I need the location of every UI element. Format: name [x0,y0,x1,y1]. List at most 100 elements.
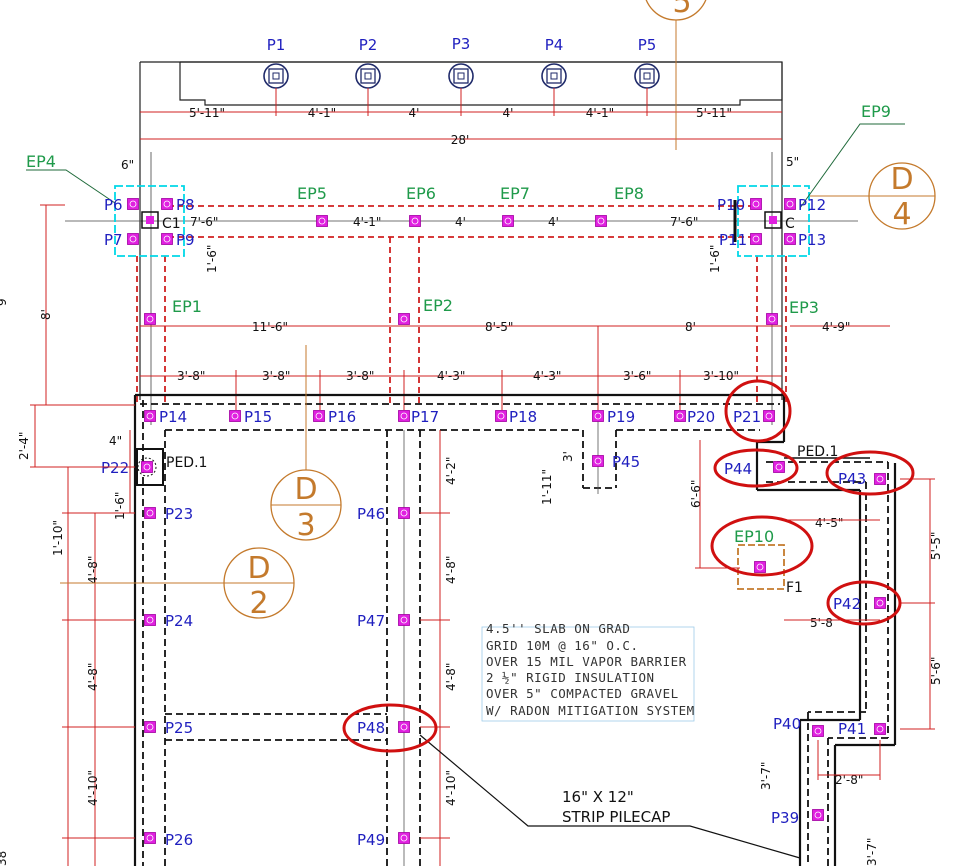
ep6-marker[interactable] [409,215,421,227]
dim-4-8-mid-b: 4'-8" [444,663,458,691]
pile-p3-marker[interactable] [448,63,474,89]
ep5-marker[interactable] [316,215,328,227]
pile-p19-marker[interactable] [592,410,604,422]
dim-3: 3' [561,451,575,462]
dim-8-horizontal: 8' [685,320,696,334]
pedestal-right: PED.1 [784,444,870,460]
pile-p15-marker[interactable] [229,410,241,422]
ep7-label: EP7 [500,184,530,203]
ep8-marker[interactable] [595,215,607,227]
pile-label-p6: P6 [104,196,123,214]
pile-p25-marker[interactable] [144,721,156,733]
pile-label-p9: P9 [176,231,195,249]
pile-p16-marker[interactable] [313,410,325,422]
pile-label-p46: P46 [357,505,385,523]
dim-3-8-c: 3'-8" [346,369,374,383]
pile-p23-marker[interactable] [144,507,156,519]
grid-bubble-d3-number: 3 [296,508,315,543]
left-dimension-text: 2'-4" 4" 1'-6" 1'-10" 4'-8" 4'-8" 4'-10"… [17,432,943,866]
pile-p47-marker[interactable] [398,614,410,626]
pile-p22-marker[interactable] [141,461,153,473]
ep10-marker[interactable] [754,561,766,573]
pile-p49-marker[interactable] [398,832,410,844]
pile-p45-marker[interactable] [592,455,604,467]
pile-p12-marker[interactable] [784,198,796,210]
dim-1-11: 1'-11" [540,469,554,505]
pilecap-note: 16" X 12" STRIP PILECAP [419,734,801,859]
ep10-label: EP10 [734,527,774,546]
ep3-marker[interactable] [766,313,778,325]
dim-top-4: 4' [503,106,514,120]
pilecap-note-line-1: 16" X 12" [562,788,634,806]
edge-text-38: 38 [0,851,9,866]
pile-p48-marker[interactable] [398,721,410,733]
highlight-p21 [724,379,792,443]
pile-p9-marker[interactable] [161,233,173,245]
dim-4in: 4" [109,434,122,448]
ep9-label: EP9 [861,102,891,121]
pile-label-p41: P41 [838,720,866,738]
ep4-label: EP4 [26,152,56,171]
pile-p18-marker[interactable] [495,410,507,422]
dim-total-width: 28' [451,133,470,147]
pile-p4-marker[interactable] [541,63,567,89]
pile-p26-marker[interactable] [144,832,156,844]
pile-label-p20: P20 [687,408,715,426]
ep7-marker[interactable] [502,215,514,227]
pile-label-p7: P7 [104,231,123,249]
pile-p43-marker[interactable] [874,473,886,485]
grid-bubble-d4-number: 4 [892,197,911,232]
ped1-right-label: PED.1 [797,444,838,460]
pile-label-p11: P11 [719,231,747,249]
pile-p24-marker[interactable] [144,614,156,626]
highlight-p42 [826,580,902,626]
ep2-marker[interactable] [398,313,410,325]
dim-4-b: 4' [548,215,559,229]
dim-8-5: 8'-5" [485,320,513,334]
pilecap-note-line-2: STRIP PILECAP [562,808,670,826]
dim-5-6: 5'-6" [929,657,943,685]
pile-p21-marker[interactable] [763,410,775,422]
pile-p14-marker[interactable] [144,410,156,422]
ep3-label: EP3 [789,298,819,317]
slab-note-line-5: OVER 5" COMPACTED GRAVEL [486,686,679,701]
pile-p20-marker[interactable] [674,410,686,422]
pile-label-p23: P23 [165,505,193,523]
pile-p6-marker[interactable] [127,198,139,210]
dim-top-6: 5'-11" [696,106,732,120]
pile-p10-marker[interactable] [750,198,762,210]
pile-label-p2: P2 [359,36,378,54]
pile-label-p24: P24 [165,612,193,630]
dim-4-1: 4'-1" [353,215,381,229]
pile-label-p18: P18 [509,408,537,426]
pile-p13-marker[interactable] [784,233,796,245]
ep-row-dimension-text: 6" 5" 7'-6" 4'-1" 4' 4' 7'-6" 1'-6" 1'-6… [39,155,850,383]
pile-p46-marker[interactable] [398,507,410,519]
ep-pile-markers [144,215,778,325]
pile-p44-marker[interactable] [773,461,785,473]
pile-p39-marker[interactable] [812,809,824,821]
pile-label-p16: P16 [328,408,356,426]
top-beam [139,61,783,400]
dim-4-3-a: 4'-3" [437,369,465,383]
pile-p1-marker[interactable] [263,63,289,89]
pile-label-p48: P48 [357,719,385,737]
pile-p7-marker[interactable] [127,233,139,245]
pile-p5-marker[interactable] [634,63,660,89]
pile-p8-marker[interactable] [161,198,173,210]
pile-p17-marker[interactable] [398,410,410,422]
pile-p40-marker[interactable] [812,725,824,737]
ep1-marker[interactable] [144,313,156,325]
pile-label-p49: P49 [357,831,385,849]
dim-11-6: 11'-6" [252,320,288,334]
pile-p11-marker[interactable] [750,233,762,245]
ep6-label: EP6 [406,184,436,203]
pile-p41-marker[interactable] [874,723,886,735]
pile-p2-marker[interactable] [355,63,381,89]
pile-p42-marker[interactable] [874,597,886,609]
dim-4-8-mid-a: 4'-8" [444,556,458,584]
pile-label-p17: P17 [411,408,439,426]
grid-bubble-d4-letter: D [890,162,913,197]
dim-6-6: 6'-6" [689,480,703,508]
pile-label-p8: P8 [176,196,195,214]
